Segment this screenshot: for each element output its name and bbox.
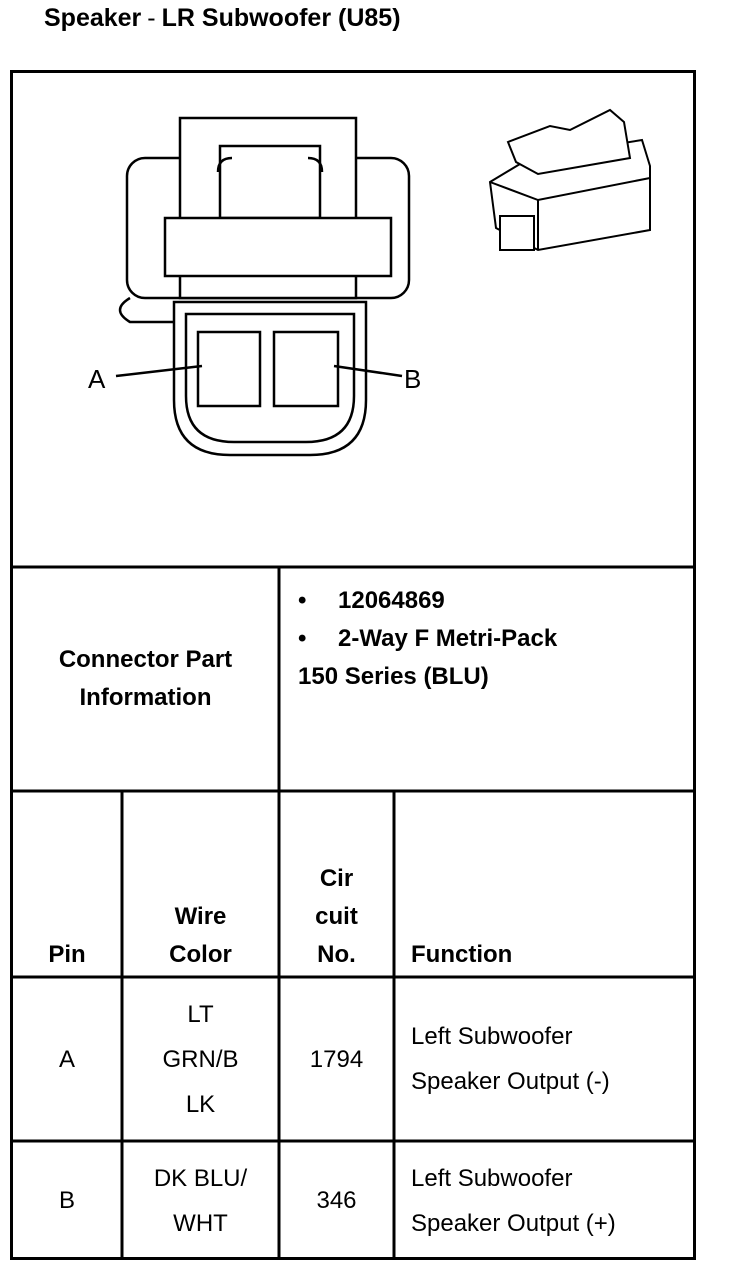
- pin-label-a: A: [88, 364, 106, 394]
- header-circuit-line3: No.: [317, 941, 356, 968]
- row-b-color-line2: WHT: [173, 1209, 228, 1237]
- connector-info-label-line2: Information: [79, 684, 212, 711]
- connector-lock-curves: [216, 156, 324, 173]
- row-a-color-line2: GRN/B: [162, 1045, 239, 1073]
- bullet-symbol: •: [298, 587, 307, 614]
- connector-info-label: Connector Part Information: [14, 570, 277, 788]
- pin-cavity-a: [196, 330, 262, 408]
- iso-latch: [506, 108, 632, 176]
- series-line1: 2-Way F Metri-Pack: [338, 625, 558, 652]
- connector-info-label-line1: Connector Part: [58, 646, 233, 673]
- connector-tab: [118, 296, 346, 324]
- connector-isometric-illustration: [488, 108, 651, 252]
- row-a-circuit-text: 1794: [309, 1045, 364, 1073]
- pin-label-b: B: [404, 364, 421, 394]
- header-wire-text: Wire: [174, 903, 227, 930]
- row-b-wire-color: DK BLU/ WHT: [124, 1144, 277, 1257]
- header-color-text: Color: [169, 941, 232, 968]
- row-b-pin-text: B: [58, 1187, 75, 1214]
- title-part-speaker: Speaker: [44, 4, 142, 32]
- outer-border: [10, 70, 696, 1260]
- page-title: Speaker-LR Subwoofer (U85): [44, 4, 401, 33]
- row-b-pin: B: [14, 1144, 120, 1257]
- connector-table: A B Connector Part Information • 1206486…: [10, 70, 696, 1260]
- connector-shroud-inner: [184, 312, 356, 444]
- row-a-function: Left Subwoofer Speaker Output (-): [411, 980, 691, 1138]
- row-b-function-line2: Speaker Output (+): [411, 1209, 616, 1237]
- pin-b-leader: [333, 364, 403, 378]
- pin-cavity-b: [272, 330, 340, 408]
- row-a-pin-text: A: [58, 1045, 75, 1073]
- header-function: Function: [411, 794, 691, 974]
- row-b-function: Left Subwoofer Speaker Output (+): [411, 1144, 691, 1257]
- header-wire-color: Wire Color: [124, 794, 277, 974]
- iso-face: [499, 215, 535, 251]
- header-pin: Pin: [14, 794, 120, 974]
- header-circuit-line1: Cir: [319, 865, 354, 892]
- header-pin-text: Pin: [48, 941, 86, 968]
- row-b-circuit: 346: [281, 1144, 392, 1257]
- connector-latch-bar: [163, 216, 393, 278]
- pin-a-leader: [115, 364, 203, 378]
- row-a-wire-color: LT GRN/B LK: [124, 980, 277, 1138]
- grid-lines: [10, 70, 696, 1260]
- part-number: 12064869: [338, 587, 445, 614]
- connector-shroud: [172, 300, 368, 457]
- connector-lock-window: [218, 144, 322, 220]
- connector-info-values: • 12064869 • 2-Way F Metri-Pack 150 Seri…: [298, 582, 688, 696]
- title-part-location: LR Subwoofer (U85): [161, 4, 401, 32]
- connector-face-illustration: [115, 116, 411, 457]
- row-a-pin: A: [14, 980, 120, 1138]
- header-circuit-line2: cuit: [315, 903, 358, 930]
- table-grid: A B: [10, 70, 696, 1260]
- bullet-part-number: • 12064869: [298, 582, 445, 620]
- bullet-symbol: •: [298, 625, 307, 652]
- row-b-color-line1: DK BLU/: [153, 1164, 248, 1192]
- header-function-text: Function: [411, 941, 513, 968]
- row-a-color-line3: LK: [185, 1090, 216, 1118]
- row-b-circuit-text: 346: [316, 1187, 357, 1214]
- row-a-color-line1: LT: [187, 1000, 214, 1028]
- title-dash: -: [147, 4, 156, 32]
- row-b-function-line1: Left Subwoofer: [411, 1164, 573, 1192]
- header-circuit: Cir cuit No.: [281, 794, 392, 974]
- series-line2: 150 Series (BLU): [298, 663, 489, 690]
- row-a-function-line2: Speaker Output (-): [411, 1068, 610, 1095]
- bullet-series: • 2-Way F Metri-Pack: [298, 620, 557, 658]
- row-a-circuit: 1794: [281, 980, 392, 1138]
- row-a-function-line1: Left Subwoofer: [411, 1023, 573, 1050]
